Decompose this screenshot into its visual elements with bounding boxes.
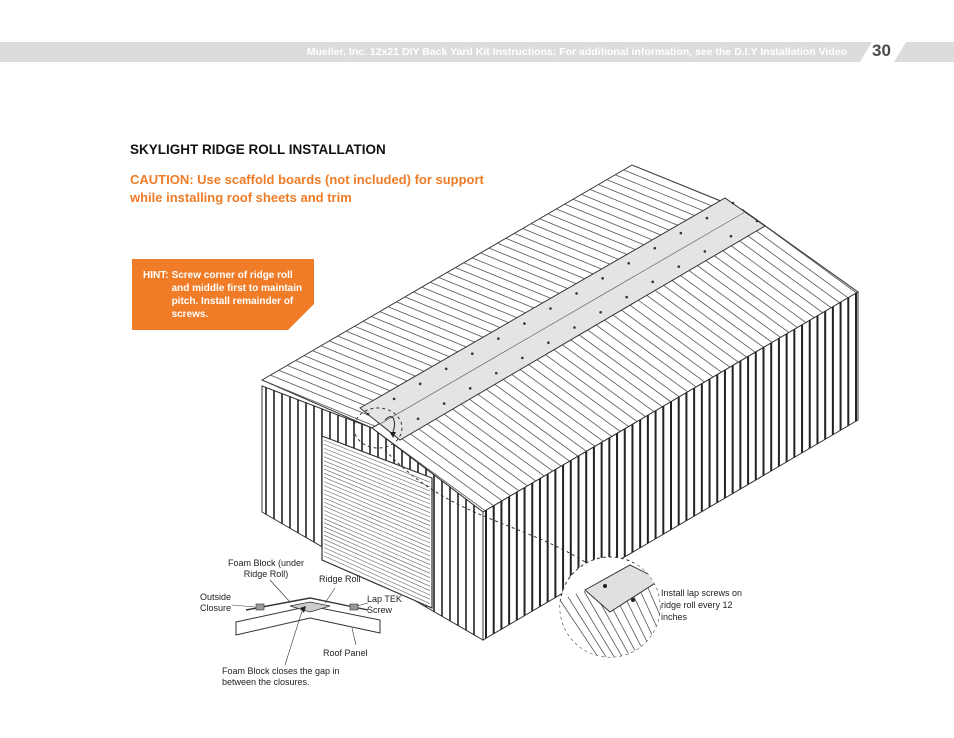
ridge-screw (468, 387, 472, 390)
end-wall (261, 385, 484, 641)
hint-text: HINT: Screw corner of ridge roll and mid… (143, 269, 313, 321)
detail-rib (567, 596, 609, 657)
outside-closure-label: Outside Closure (200, 592, 232, 613)
door-slat (323, 518, 431, 565)
door-slat (323, 543, 431, 591)
corner-detail-circle (353, 407, 403, 449)
door-slat (323, 526, 431, 574)
door-slat (323, 472, 431, 518)
ridge-screw (470, 352, 474, 356)
detail-leader (384, 449, 591, 566)
running-title: Mueller, Inc. 12x21 DIY Back Yard Kit In… (306, 46, 847, 58)
ridge-screw (677, 265, 681, 268)
door-slat (323, 493, 431, 539)
ridge-screw (416, 417, 420, 421)
ridge-screw (573, 326, 576, 329)
ridge-screw (523, 322, 526, 325)
foam-block-label: Foam Block (under Ridge Roll) (227, 558, 305, 579)
ridge-screw (599, 310, 602, 314)
door-slat (323, 514, 431, 561)
ridge-screw (627, 261, 631, 265)
ridge-screw (653, 246, 657, 250)
ridge-screw (392, 397, 396, 401)
header-band-shape (0, 42, 872, 62)
ridge-screw (731, 201, 735, 205)
detail-rib (575, 593, 617, 657)
door-slat (323, 510, 431, 557)
hint-body: Screw corner of ridge roll and middle fi… (171, 270, 303, 320)
ridge-roll (359, 197, 766, 441)
side-wall (482, 291, 859, 641)
ridge-screw (601, 277, 604, 280)
ridge-screw (418, 382, 422, 386)
hint-label: HINT: (143, 270, 169, 281)
hint-box-shape (132, 259, 314, 330)
ridge-screw (521, 356, 524, 360)
door-slat (323, 501, 431, 548)
ridge-screw (442, 402, 446, 405)
door-slat (323, 555, 431, 604)
ridge-screw (625, 295, 628, 299)
door-slat (323, 464, 431, 509)
door-slat (323, 547, 431, 596)
ridge-screw (651, 280, 655, 284)
roof-panel-label: Roof Panel (323, 648, 368, 658)
ridge-screw (547, 341, 550, 345)
detail-rib (560, 599, 601, 657)
header-band-right (894, 42, 954, 62)
header-band (0, 42, 954, 62)
ridge-screw (549, 307, 552, 310)
roof-rib (270, 374, 386, 423)
ridge-roll-label: Ridge Roll (319, 574, 361, 584)
caution-text: CAUTION: Use scaffold boards (not includ… (130, 172, 484, 205)
door-slat (323, 477, 431, 522)
page-number: 30 (872, 41, 891, 60)
door-slat (323, 489, 431, 535)
detail-rib (583, 590, 625, 657)
door-slat (323, 456, 431, 500)
door-slat (323, 551, 431, 600)
ridge-screw (366, 412, 370, 416)
ridge-screw (575, 292, 578, 295)
ridge-screw (497, 337, 500, 340)
door-slat (323, 460, 431, 505)
section-title: SKYLIGHT RIDGE ROLL INSTALLATION (130, 142, 386, 157)
door-slat (323, 481, 431, 526)
door-slat (323, 505, 431, 552)
hint-box: HINT: Screw corner of ridge roll and mid… (132, 259, 314, 330)
door-slat (323, 530, 431, 578)
door-slat (323, 534, 431, 583)
door-slat (323, 468, 431, 513)
ridge-screw (444, 367, 448, 371)
door-slat (323, 497, 431, 544)
ridge-screw (703, 250, 707, 253)
foam-block-gap-label: Foam Block closes the gap in between the… (222, 666, 340, 687)
ridge-screw (494, 371, 498, 375)
ridge-screw (679, 231, 683, 235)
lap-screws-label: Install lap screws on ridge roll every 1… (661, 588, 743, 622)
ridge-screw (705, 216, 709, 220)
door-slat (323, 485, 431, 531)
detail-arrow (384, 416, 395, 433)
roof-rib (262, 379, 378, 428)
cross-section-detail (231, 579, 381, 666)
roll-up-door (321, 435, 433, 609)
lap-tek-screw-label: Lap TEK Screw (367, 594, 402, 615)
door-slat (323, 539, 431, 587)
door-slat (323, 448, 431, 492)
ridge-screw (729, 234, 733, 238)
door-slat (323, 522, 431, 570)
zoom-detail (559, 556, 661, 658)
door-slat (323, 452, 431, 496)
ridge-screw (755, 219, 759, 223)
door-slat (323, 443, 431, 487)
